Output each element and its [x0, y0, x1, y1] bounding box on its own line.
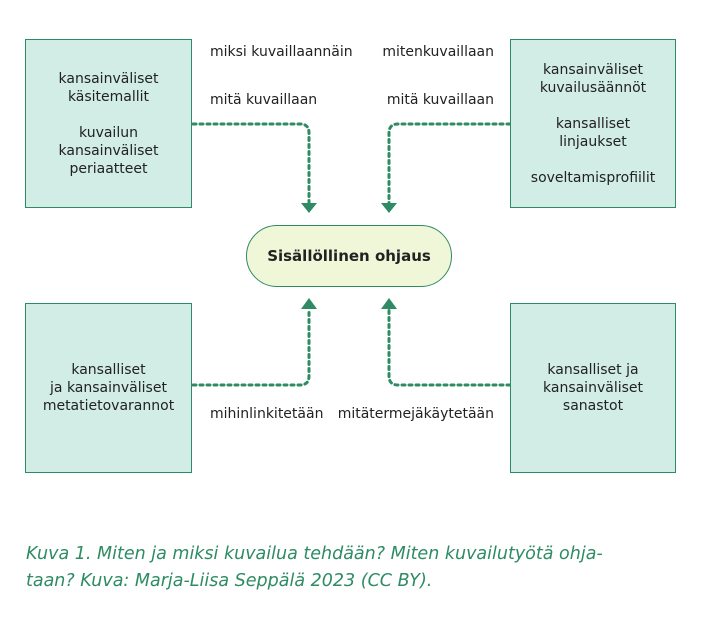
text-line: kansainväliset — [543, 61, 643, 78]
text-line: käytetään — [423, 406, 494, 422]
label-top-right-how: mitenkuvaillaan — [382, 43, 494, 61]
text-line: sanastot — [562, 398, 624, 414]
text-line: kansainväliset — [58, 70, 159, 87]
text-line: termejä — [369, 406, 424, 422]
text-line: kansainväliset — [543, 380, 643, 396]
text-line: kansalliset — [555, 115, 631, 132]
text-line: kuvaillaan — [422, 44, 494, 60]
text-line: kansainväliset — [58, 142, 159, 159]
connector-bottom-right — [387, 307, 512, 387]
label-top-left-why: miksi kuvaillaannäin — [210, 43, 353, 61]
text-line: kuvailusäännöt — [539, 79, 647, 96]
text-line: kansalliset — [71, 362, 146, 378]
arrowhead-bottom-right — [381, 298, 397, 309]
center-node: Sisällöllinen ohjaus — [246, 225, 452, 287]
box-bottom-right: kansalliset ja kansainväliset sanastot — [510, 303, 676, 473]
text-line: käsitemallit — [67, 88, 150, 105]
text-line: näin — [322, 44, 353, 60]
center-label: Sisällöllinen ohjaus — [267, 247, 431, 265]
connector-bottom-left — [191, 307, 311, 387]
text-line: soveltamisprofiilit — [530, 169, 656, 186]
text-line: mihin — [210, 406, 250, 422]
text-line: linjaukset — [559, 133, 627, 150]
text-line: mitä kuvaillaan — [210, 92, 318, 108]
label-top-right-what: mitä kuvaillaan — [387, 91, 494, 109]
label-bottom-right-terms: mitätermejäkäytetään — [338, 405, 494, 423]
arrowhead-bottom-left — [301, 298, 317, 309]
arrowhead-top-left — [301, 203, 317, 213]
box-bottom-left: kansalliset ja kansainväliset metatietovar… — [25, 303, 192, 473]
text-line: kuvailun — [79, 124, 138, 141]
text-line: metatietovarannot — [42, 398, 175, 414]
text-line: mitä kuvaillaan — [386, 92, 494, 108]
label-top-left-what: mitä kuvaillaan — [210, 91, 317, 109]
connector-top-right — [387, 122, 512, 205]
text-line: ja kansainväliset — [50, 380, 167, 396]
arrowhead-top-right — [381, 203, 397, 213]
text-line: mitä — [337, 406, 370, 422]
connector-top-left — [191, 122, 311, 205]
text-line: kansalliset ja — [547, 362, 639, 378]
text-line: miksi kuvaillaan — [210, 44, 323, 60]
text-line: linkitetään — [249, 406, 324, 422]
text-line: periaatteet — [69, 160, 148, 177]
label-bottom-left-link: mihinlinkitetään — [210, 405, 323, 423]
text-line: miten — [382, 44, 423, 60]
figure-caption: Kuva 1. Miten ja miksi kuvailua tehdään?… — [26, 544, 603, 591]
